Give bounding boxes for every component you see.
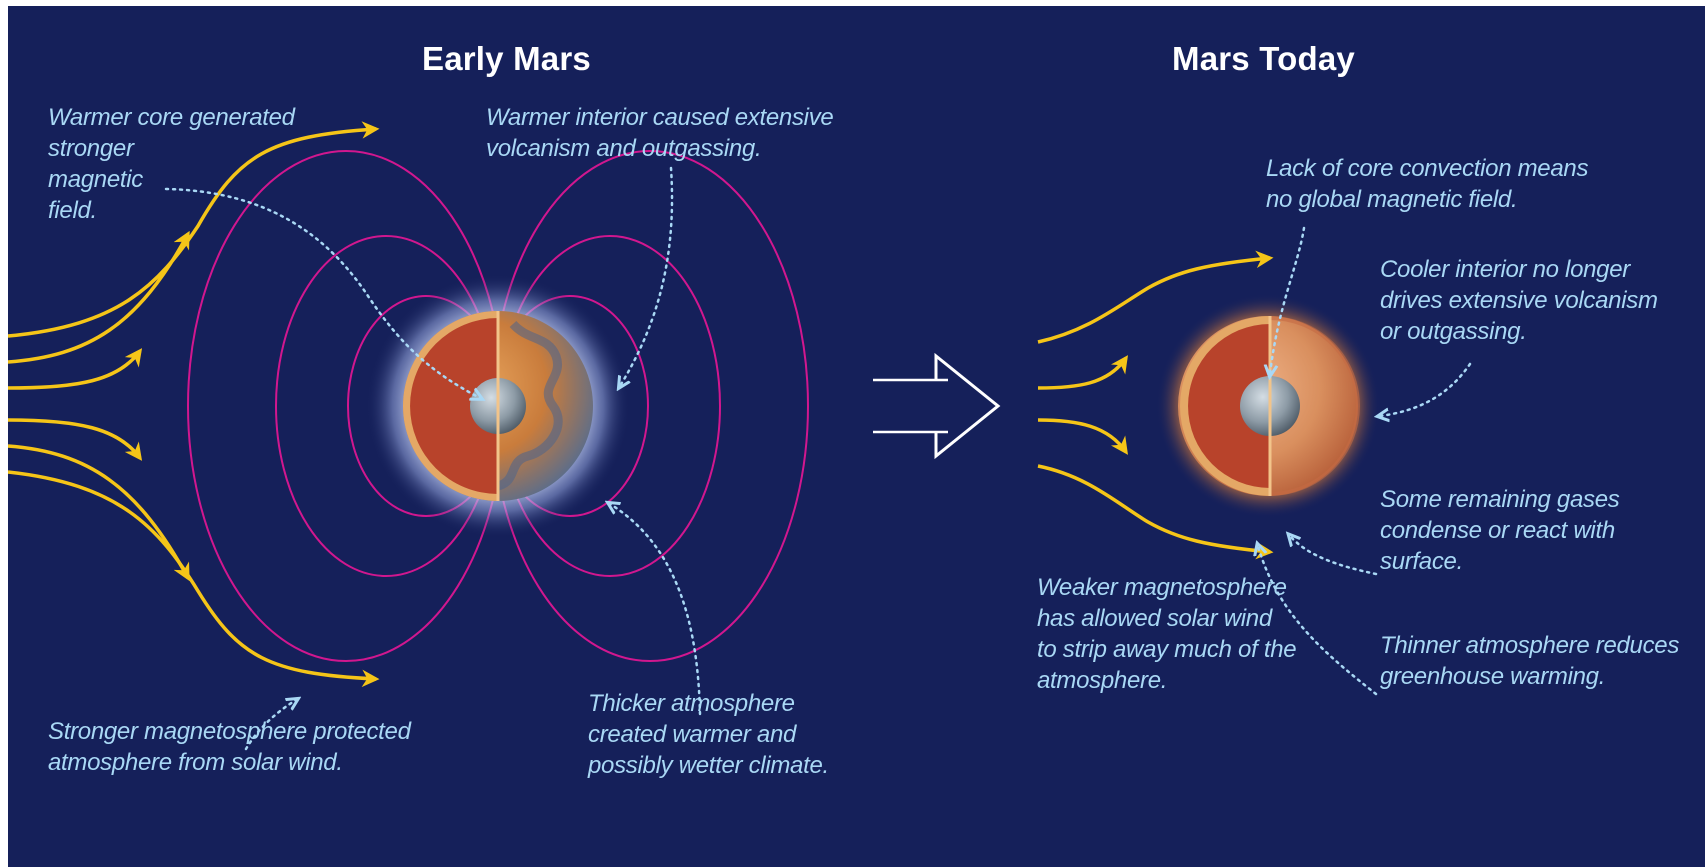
- today-interior-note: Cooler interior no longer drives extensi…: [1380, 256, 1658, 345]
- mars-today-title: Mars Today: [1172, 40, 1355, 77]
- today-gases-note: Some remaining gases condense or react w…: [1380, 486, 1620, 575]
- diagram-panel: Early Mars Mars Today Warmer core genera…: [8, 6, 1705, 867]
- transition-arrow: [873, 352, 1001, 460]
- early-atmosphere-note: Thicker atmosphere created warmer and po…: [588, 690, 829, 779]
- early-mars-planet: [366, 274, 630, 538]
- early-interior-note: Warmer interior caused extensive volcani…: [486, 104, 834, 162]
- early-core-note: Warmer core generated stronger magnetic …: [48, 104, 295, 224]
- today-magnetosphere-note: Weaker magnetosphere has allowed solar w…: [1037, 574, 1297, 694]
- today-core-note: Lack of core convection means no global …: [1266, 155, 1589, 213]
- today-mars-planet: [1156, 294, 1380, 518]
- diagram-artwork: [8, 121, 1472, 751]
- early-mars-title: Early Mars: [422, 40, 591, 77]
- solar-wind-arrows-early: [8, 121, 380, 688]
- today-atmosphere-note: Thinner atmosphere reduces greenhouse wa…: [1380, 632, 1680, 690]
- leader-lines: [164, 166, 1472, 751]
- early-magnetosphere-note: Stronger magnetosphere protected atmosph…: [48, 718, 411, 776]
- solar-wind-arrows-today: [1037, 250, 1274, 560]
